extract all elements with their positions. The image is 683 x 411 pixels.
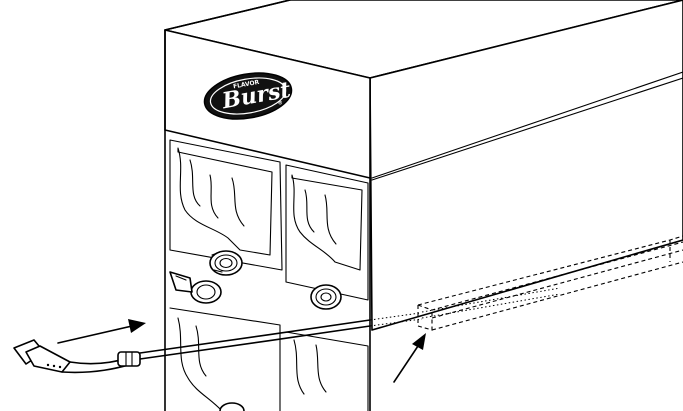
- logo-top-text: FLAVOR: [233, 79, 261, 91]
- arrow-right-icon: [393, 333, 426, 383]
- bag-fitting-bottom: [219, 402, 245, 411]
- hose-connector: [13, 339, 141, 374]
- flavor-burst-logo: FLAVOR Burst ®: [203, 72, 293, 120]
- hose-tube: [139, 287, 561, 360]
- bag-compartments: [169, 139, 369, 411]
- bag-fitting-upper-left: [209, 250, 243, 276]
- bag-fitting-right: [310, 284, 342, 310]
- logo-trademark: ®: [277, 100, 283, 107]
- arrow-left-icon: [57, 319, 146, 344]
- bag-fitting-lower-left: [169, 271, 222, 304]
- side-channel: [417, 235, 683, 331]
